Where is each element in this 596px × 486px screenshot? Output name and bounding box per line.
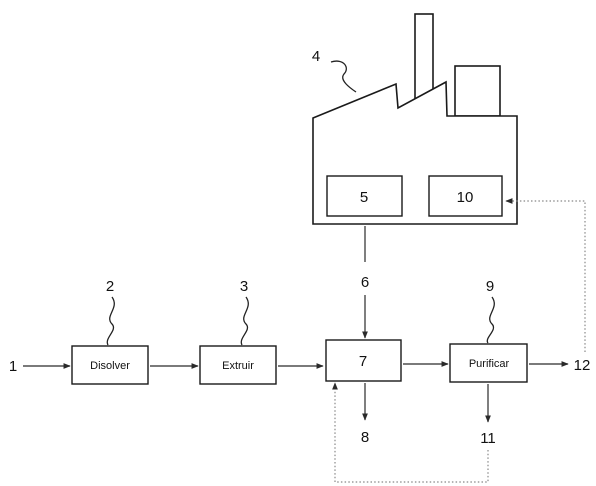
extrude-label: Extruir	[222, 360, 254, 372]
recycle-to-factory-line	[505, 198, 586, 352]
output-label: 8	[361, 429, 369, 446]
dissolve-ref-squiggle	[106, 296, 115, 346]
factory-ref-squiggle	[330, 60, 357, 93]
factory-ref-label: 4	[312, 48, 320, 65]
factory-unit-5	[326, 175, 403, 217]
factory-annex	[454, 65, 501, 117]
factory-chimney	[414, 13, 434, 103]
factory-unit-10	[428, 175, 503, 217]
extrude-ref-label: 3	[240, 278, 248, 295]
recycle-to-process-line	[332, 382, 489, 483]
feed-label: 6	[361, 274, 369, 291]
dissolve-block	[71, 345, 149, 385]
factory-unit-10-label: 10	[457, 189, 474, 206]
factory-building: 5 10	[312, 13, 518, 225]
extrude-block	[199, 345, 277, 385]
process-block	[325, 339, 402, 382]
purify-ref-label: 9	[486, 278, 494, 295]
purify-block	[449, 343, 528, 383]
purify-label: Purificar	[469, 358, 510, 370]
process-label: 7	[359, 353, 367, 370]
purify-ref-squiggle	[486, 296, 495, 344]
dissolve-ref-label: 2	[106, 278, 114, 295]
extrude-ref-squiggle	[240, 296, 249, 346]
product-label: 12	[574, 357, 591, 374]
residue-label: 11	[480, 430, 496, 447]
dissolve-label: Disolver	[90, 360, 130, 372]
input-label: 1	[9, 358, 17, 375]
factory-unit-5-label: 5	[360, 189, 368, 206]
